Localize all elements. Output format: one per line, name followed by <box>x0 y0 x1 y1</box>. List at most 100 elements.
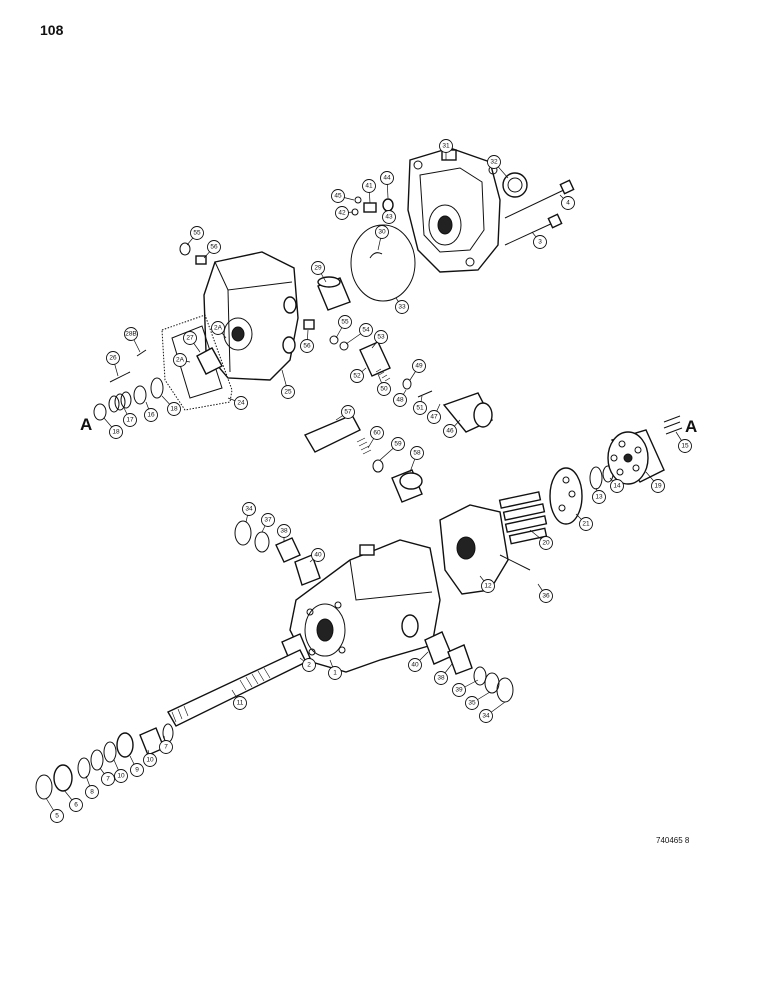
retainer-21 <box>549 467 583 525</box>
callout-circle <box>427 410 441 424</box>
callout-circle <box>412 359 426 373</box>
callout-label: 10 <box>117 773 125 780</box>
callout-label: 36 <box>542 593 550 600</box>
callout-circle <box>124 327 138 341</box>
callout-label: 26 <box>109 355 117 362</box>
callout-label: 38 <box>437 675 445 682</box>
callout-label: 15 <box>681 443 689 450</box>
callout-c25: 25 <box>281 385 295 399</box>
callout-c8: 8 <box>85 785 99 799</box>
callout-circle <box>370 426 384 440</box>
callout-circle <box>413 401 427 415</box>
callout-circle <box>130 763 144 777</box>
callout-c32: 32 <box>487 155 501 169</box>
callout-circle <box>375 225 389 239</box>
callout-c60: 60 <box>370 426 384 440</box>
pin-26 <box>109 371 131 383</box>
callout-label: 57 <box>344 409 352 416</box>
callout-label: 44 <box>383 175 391 182</box>
section-label-left: A <box>80 415 92 434</box>
swashplate-12 <box>439 504 531 595</box>
callout-label: 3 <box>538 239 542 246</box>
pin-28b <box>136 349 147 357</box>
callout-c39: 39 <box>452 683 466 697</box>
callout-circle <box>479 709 493 723</box>
callout-label: 56 <box>303 343 311 350</box>
bushing-27 <box>196 347 223 375</box>
callout-c40b: 40 <box>408 658 422 672</box>
callout-circle <box>487 155 501 169</box>
callout-label: 58 <box>413 450 421 457</box>
callout-circle <box>190 226 204 240</box>
callout-c44: 44 <box>380 171 394 185</box>
callout-c55a: 55 <box>190 226 204 240</box>
callout-c2aa: 2A <box>211 321 225 335</box>
callout-circle <box>338 315 352 329</box>
callout-c56b: 56 <box>300 339 314 353</box>
callout-label: 8 <box>90 789 94 796</box>
callout-circle <box>328 666 342 680</box>
callout-label: 46 <box>446 428 454 435</box>
callout-c15: 15 <box>678 439 692 453</box>
callout-circle <box>234 396 248 410</box>
callout-c10a: 10 <box>143 753 157 767</box>
callout-circle <box>443 424 457 438</box>
callout-label: 40 <box>411 662 419 669</box>
callout-circle <box>408 658 422 672</box>
callout-circle <box>281 385 295 399</box>
callout-circle <box>341 405 355 419</box>
callout-c2ab: 2A <box>173 353 187 367</box>
callout-c37: 37 <box>261 513 275 527</box>
callout-label: 21 <box>582 521 590 528</box>
callout-c11: 11 <box>233 696 247 710</box>
callout-c52: 52 <box>350 369 364 383</box>
callout-circle <box>481 579 495 593</box>
callout-c21: 21 <box>579 517 593 531</box>
callout-circle <box>452 683 466 697</box>
callout-label: 24 <box>237 400 245 407</box>
callout-label: 33 <box>398 304 406 311</box>
callout-label: 2A <box>214 325 223 332</box>
callout-label: 45 <box>334 193 342 200</box>
callout-c9: 9 <box>130 763 144 777</box>
bolts-3-4 <box>504 179 575 246</box>
callout-circle <box>261 513 275 527</box>
callout-label: 51 <box>416 405 424 412</box>
callout-c29: 29 <box>311 261 325 275</box>
callout-c18b: 18 <box>167 402 181 416</box>
callout-label: 5 <box>55 813 59 820</box>
callout-c12: 12 <box>481 579 495 593</box>
callout-c4: 4 <box>561 196 575 210</box>
callout-c31: 31 <box>439 139 453 153</box>
callout-c20: 20 <box>539 536 553 550</box>
callout-label: 18 <box>112 429 120 436</box>
callout-circle <box>380 171 394 185</box>
callout-circle <box>207 240 221 254</box>
callout-c13: 13 <box>592 490 606 504</box>
callout-label: 28B <box>125 331 137 338</box>
callout-circle <box>69 798 83 812</box>
callout-label: 47 <box>430 414 438 421</box>
section-label-right: A <box>685 417 697 436</box>
bearing-32 <box>502 172 528 198</box>
callout-c42: 42 <box>335 206 349 220</box>
callout-label: 35 <box>468 700 476 707</box>
callout-c17: 17 <box>123 413 137 427</box>
callout-c19: 19 <box>651 479 665 493</box>
callout-label: 60 <box>373 430 381 437</box>
washers-16-18 <box>93 377 164 421</box>
callout-c49: 49 <box>412 359 426 373</box>
callout-label: 25 <box>284 389 292 396</box>
callout-c50: 50 <box>377 382 391 396</box>
callout-label: 6 <box>74 802 78 809</box>
callout-circle <box>465 696 479 710</box>
callout-label: 56 <box>210 244 218 251</box>
callout-c3: 3 <box>533 235 547 249</box>
callout-c53: 53 <box>374 330 388 344</box>
end-cover <box>407 147 501 273</box>
callout-label: 1 <box>333 670 337 677</box>
callout-circle <box>539 589 553 603</box>
callout-circle <box>277 524 291 538</box>
callout-circle <box>539 536 553 550</box>
